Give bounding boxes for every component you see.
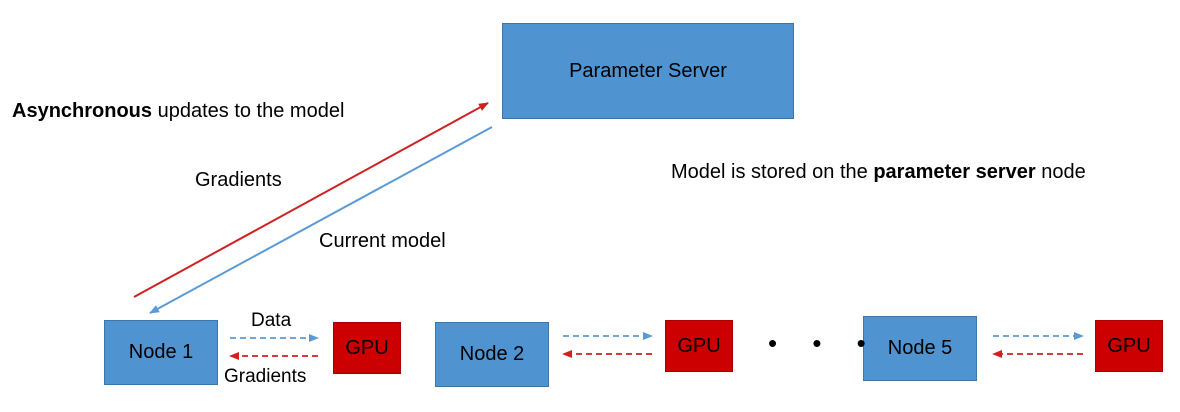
node-1-label: Node 1	[128, 341, 194, 363]
node-5-box: Node 5	[863, 316, 977, 381]
gradients-small-label: Gradients	[224, 366, 307, 387]
gpu-2-box: GPU	[665, 320, 733, 372]
gpu-2-label: GPU	[677, 334, 721, 357]
gpu-5-box: GPU	[1095, 320, 1163, 372]
async-updates-label: Asynchronous updates to the model	[12, 99, 344, 123]
model-stored-prefix: Model is stored on the	[671, 161, 874, 183]
model-to-node-arrow	[149, 126, 493, 314]
gradients-label: Gradients	[195, 169, 282, 191]
gpu-1-box: GPU	[333, 322, 401, 374]
parameter-server-box: Parameter Server	[502, 23, 794, 119]
model-stored-label: Model is stored on the parameter server …	[671, 160, 1086, 184]
current-model-label: Current model	[319, 230, 446, 252]
data-label: Data	[251, 310, 292, 331]
async-bold-text: Asynchronous	[12, 100, 153, 122]
node-5-label: Node 5	[887, 337, 953, 359]
node-1-box: Node 1	[104, 320, 218, 385]
gpu-1-label: GPU	[345, 336, 389, 359]
parameter-server-label: Parameter Server	[569, 59, 727, 82]
node-2-box: Node 2	[435, 322, 549, 387]
gradients-to-server-arrow	[133, 102, 489, 298]
async-rest-text: updates to the model	[152, 100, 345, 122]
ellipsis-dots: • • •	[768, 328, 880, 358]
model-stored-bold: parameter server	[873, 161, 1036, 183]
node-2-label: Node 2	[459, 343, 525, 365]
model-stored-suffix: node	[1035, 161, 1086, 183]
gpu-5-label: GPU	[1107, 334, 1151, 357]
